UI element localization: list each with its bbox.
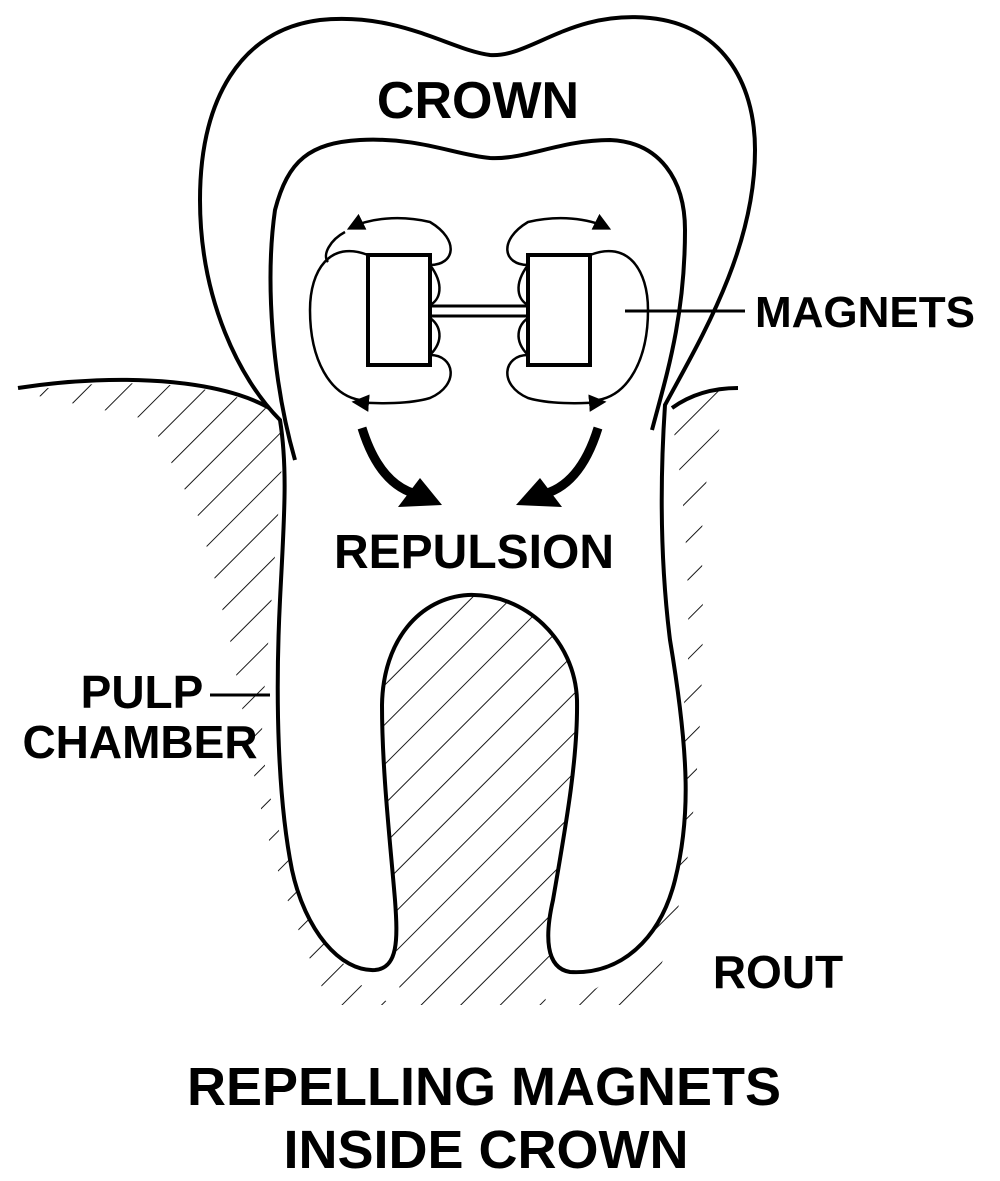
magnet-right bbox=[526, 253, 592, 367]
tooth-outline bbox=[197, 15, 758, 975]
label-repulsion: REPULSION bbox=[334, 526, 614, 579]
bone-left-hatching bbox=[20, 383, 400, 1005]
magnet-left bbox=[366, 253, 432, 367]
bone-interradicular-hatching bbox=[382, 594, 578, 1005]
repulsion-arrow-left bbox=[357, 426, 442, 507]
label-chamber: CHAMBER bbox=[22, 716, 257, 768]
field-lines-left bbox=[308, 213, 452, 412]
label-pulp: PULP bbox=[81, 666, 204, 718]
repulsion-arrow-right bbox=[516, 426, 603, 507]
label-rout: ROUT bbox=[713, 946, 843, 998]
caption-line-1: REPELLING MAGNETS bbox=[187, 1057, 781, 1117]
pulp-chamber-outline bbox=[268, 137, 688, 461]
magnet-connector bbox=[430, 304, 528, 318]
caption-line-2: INSIDE CROWN bbox=[284, 1120, 689, 1180]
label-magnets: MAGNETS bbox=[755, 288, 975, 337]
bone-right-hatching bbox=[560, 388, 738, 1005]
gum-line-right bbox=[670, 386, 739, 410]
label-crown: CROWN bbox=[377, 72, 579, 130]
